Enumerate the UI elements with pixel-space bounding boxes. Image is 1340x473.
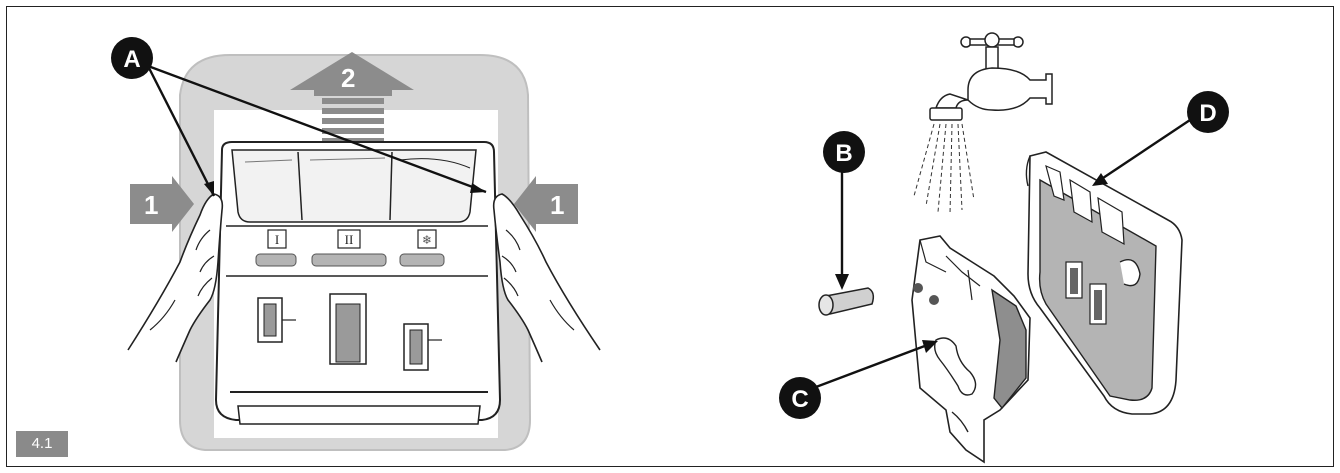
- callout-d-label: D: [1199, 100, 1216, 127]
- siphon-insert: [911, 235, 1031, 464]
- callout-a: A: [111, 37, 153, 79]
- callout-d: D: [1187, 91, 1229, 133]
- callout-c-label: C: [791, 386, 808, 413]
- figure-label: 4.1: [16, 431, 68, 457]
- softener-mark: ❄: [422, 233, 432, 247]
- right-hand: [492, 193, 601, 363]
- drawer-body: [1025, 151, 1183, 415]
- callout-b: B: [823, 131, 865, 173]
- compartment-1-icon: [267, 229, 287, 249]
- callout-a-label: A: [123, 46, 140, 73]
- push-right-arrow: 1: [514, 176, 578, 232]
- callout-c: C: [779, 377, 821, 419]
- push-left-arrow: 1: [130, 176, 194, 232]
- softener-compartment-icon: [417, 229, 437, 249]
- faucet-icon: [913, 32, 1053, 215]
- step-1-left-label: 1: [144, 190, 158, 220]
- callout-b-label: B: [835, 140, 852, 167]
- compartment-2-mark: II: [345, 232, 354, 247]
- compartment-1-mark: I: [275, 232, 279, 247]
- compartment-2-icon: [337, 229, 361, 249]
- left-hand: [127, 193, 224, 363]
- step-1-right-label: 1: [550, 190, 564, 220]
- lift-up-arrow: 2: [290, 52, 414, 143]
- drawer-front: I II ❄: [214, 141, 502, 425]
- cleaning-scene: B C: [779, 32, 1229, 464]
- step-2-label: 2: [341, 63, 355, 93]
- drawer-removal-scene: 2 I II ❄: [111, 37, 601, 451]
- siphon-pin: [818, 287, 875, 316]
